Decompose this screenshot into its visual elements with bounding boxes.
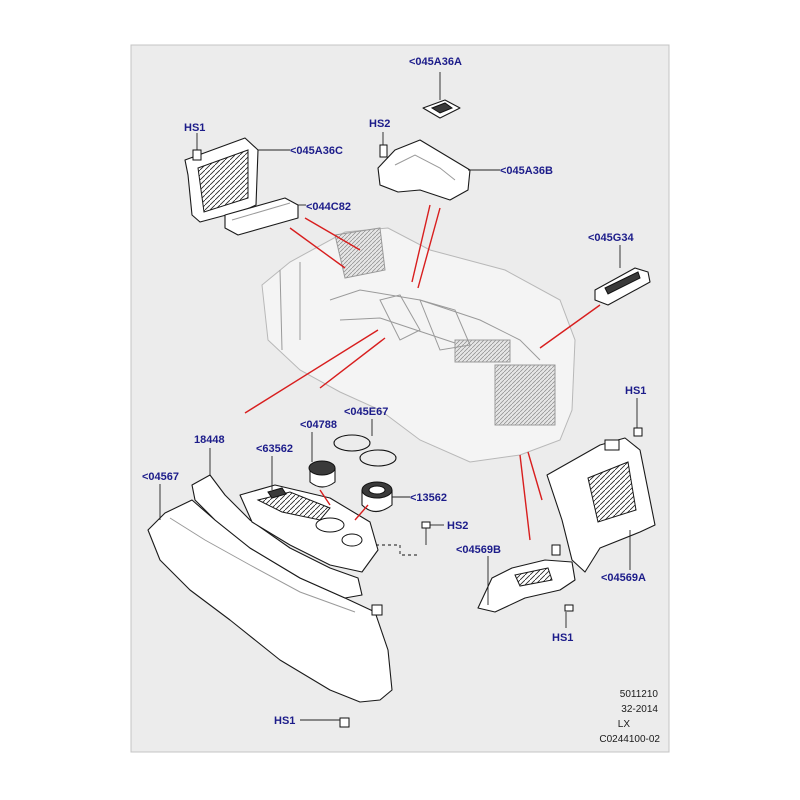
reference-block: 5011210 32-2014 LX C0244100-02 [599, 689, 660, 745]
callout-13562: <13562 [410, 492, 447, 504]
part-13562-cup-holder [361, 481, 393, 513]
callout-hs1-bottom: HS1 [274, 715, 295, 727]
part-18448-trim-strip [191, 474, 363, 599]
callout-hs1-bottomright: HS1 [552, 632, 573, 644]
reference-line-2: 32-2014 [621, 704, 658, 715]
routing-dashed-line [376, 544, 420, 556]
callout-045A36A: <045A36A [409, 56, 462, 68]
callout-18448: 18448 [194, 434, 225, 446]
reference-line-4: C0244100-02 [599, 734, 660, 745]
part-04788-cup-insert [308, 460, 336, 488]
callout-63562: <63562 [256, 443, 293, 455]
part-63562-storage-tray [239, 484, 379, 573]
fastener-screws [339, 427, 643, 728]
part-045A36A-pad [422, 99, 461, 119]
callout-hs1-topleft: HS1 [184, 122, 205, 134]
part-045A36B-bracket [377, 132, 471, 201]
reference-line-3: LX [618, 719, 631, 730]
callout-04569B: <04569B [456, 544, 501, 556]
callout-044C82: <044C82 [306, 201, 351, 213]
callout-04567: <04567 [142, 471, 179, 483]
part-04569A-rear-panel [546, 437, 656, 573]
callout-045E67: <045E67 [344, 406, 388, 418]
callout-hs2-top: HS2 [369, 118, 390, 130]
callout-045A36B: <045A36B [500, 165, 553, 177]
reference-line-1: 5011210 [620, 689, 659, 700]
callout-labels: <045A36A HS2 HS1 <045A36C <045A36B <044C… [142, 56, 646, 727]
callout-04569A: <04569A [601, 572, 646, 584]
part-045E67-gasket [333, 434, 397, 467]
part-045A36C-bracket [184, 137, 259, 223]
console-body-reference [261, 227, 576, 463]
callout-hs1-right: HS1 [625, 385, 646, 397]
leader-lines [159, 72, 638, 721]
part-04569B-lower-bezel [477, 544, 576, 613]
part-044C82-tray [224, 197, 299, 236]
callout-045G34: <045G34 [588, 232, 634, 244]
part-045G34-strip [594, 267, 651, 306]
callout-045A36C: <045A36C [290, 145, 343, 157]
callout-04788: <04788 [300, 419, 337, 431]
callout-hs2-mid: HS2 [447, 520, 468, 532]
assembly-indicator-lines [244, 204, 601, 541]
